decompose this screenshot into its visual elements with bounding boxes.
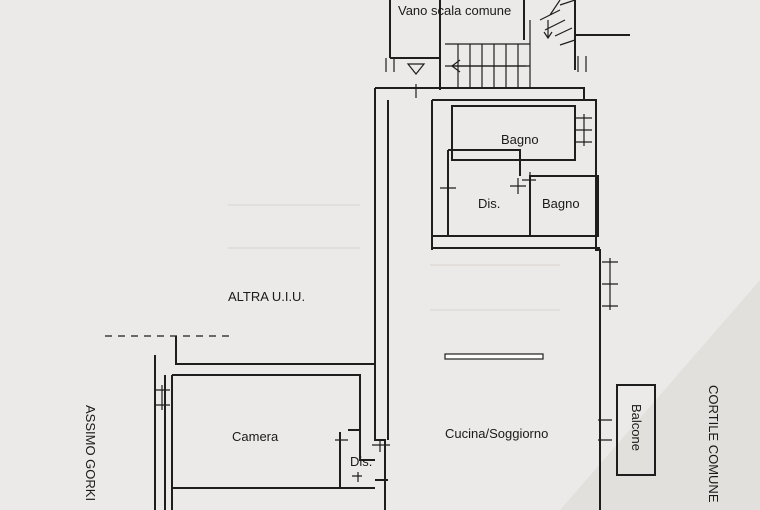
bath-lower-label: Bagno (542, 196, 580, 211)
paper-shadow (560, 280, 760, 510)
door-marks-lower (335, 434, 390, 482)
apartment-outer-wall (374, 87, 601, 510)
bedroom-window (155, 385, 170, 410)
stairwell-walls (389, 0, 630, 90)
altra-uiu-boundary (175, 336, 375, 365)
bedroom-walls (154, 355, 375, 510)
bath-upper-walls (451, 105, 576, 161)
faint-marking (228, 204, 560, 311)
hall-lower-walls (339, 429, 375, 489)
bath-upper-label: Bagno (501, 132, 539, 147)
door-symbol-triangle (406, 63, 426, 75)
bedroom-label: Camera (232, 429, 279, 444)
other-unit-label: ALTRA U.I.U. (228, 289, 306, 304)
bath-lower-walls (447, 149, 599, 237)
kitchen-counter (444, 353, 544, 360)
hall-lower-label: Dis. (350, 454, 373, 469)
street-label: ASSIMO GORKI (83, 405, 98, 502)
service-core-wall (432, 235, 600, 249)
door-jambs (385, 56, 587, 98)
balcony-outline (616, 384, 656, 476)
hall-upper-label: Dis. (478, 196, 501, 211)
stair-arrow (451, 59, 526, 73)
courtyard-label: CORTILE COMUNE (706, 385, 721, 503)
stairwell-label: Vano scala comune (398, 3, 512, 18)
stair-down-arrow (543, 20, 553, 40)
balcony-label: Balcone (629, 404, 644, 451)
kitchen-living-label: Cucina/Soggiorno (445, 426, 549, 441)
door-marks-upper (440, 172, 536, 196)
window-marks (576, 114, 618, 441)
